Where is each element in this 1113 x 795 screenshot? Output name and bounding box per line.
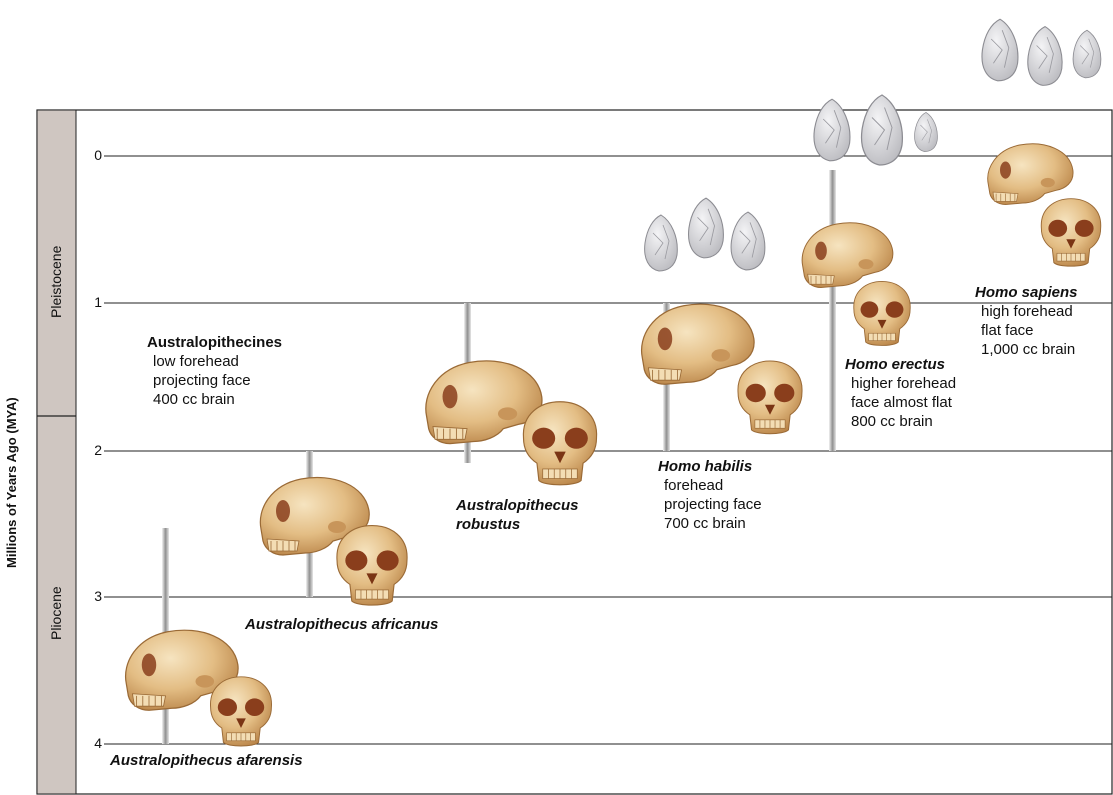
tick-0: 0 <box>94 147 102 163</box>
trait: projecting face <box>153 372 251 389</box>
label-australopithecines: Australopithecines low forehead projecti… <box>147 333 282 409</box>
skull-side-icon <box>801 222 894 289</box>
skull-front-icon <box>1040 198 1102 267</box>
trait: 800 cc brain <box>851 413 933 430</box>
skull-front-icon <box>209 676 273 747</box>
stone-tool-icon <box>860 94 904 166</box>
trait: high forehead <box>981 303 1073 320</box>
trait: forehead <box>664 477 724 494</box>
label-sapiens: Homo sapiens high forehead flat face 1,0… <box>975 283 1078 359</box>
label-afarensis: Australopithecus afarensis <box>110 752 303 769</box>
skull-front-icon <box>336 524 408 606</box>
tick-1: 1 <box>94 294 102 310</box>
trait: low forehead <box>153 353 239 370</box>
stone-tool-icon <box>1027 25 1063 87</box>
trait: projecting face <box>664 496 762 513</box>
label-erectus: Homo erectus higher forehead face almost… <box>845 355 956 431</box>
trait: 700 cc brain <box>664 515 746 532</box>
skulls-afarensis <box>124 629 273 747</box>
skull-front-icon <box>522 401 598 486</box>
trait: flat face <box>981 322 1034 339</box>
label-africanus: Australopithecus africanus <box>245 616 439 633</box>
group-name: Australopithecines <box>147 334 283 351</box>
trait: face almost flat <box>851 394 952 411</box>
species-name: Homo sapiens <box>975 284 1078 301</box>
label-habilis: Homo habilis forehead projecting face 70… <box>658 457 762 533</box>
skulls-erectus <box>801 222 911 346</box>
skulls-africanus <box>259 476 408 606</box>
tick-2: 2 <box>94 442 102 458</box>
species-name: Homo erectus <box>845 356 946 373</box>
stone-tool-icon <box>644 214 678 272</box>
label-robustus: Australopithecus robustus <box>456 497 579 533</box>
trait: 400 cc brain <box>153 391 235 408</box>
epoch-pliocene: Pliocene <box>48 586 64 640</box>
stone-tools-habilis <box>644 197 766 272</box>
skull-front-icon <box>853 280 911 346</box>
stone-tool-icon <box>730 211 766 271</box>
tick-3: 3 <box>94 588 102 604</box>
skulls-sapiens <box>986 143 1102 267</box>
epoch-pleistocene: Pleistocene <box>48 245 64 318</box>
stone-tool-icon <box>981 18 1019 82</box>
trait: higher forehead <box>851 375 957 392</box>
stone-tool-icon <box>913 111 939 153</box>
axis-title: Millions of Years Ago (MYA) <box>4 397 19 568</box>
stone-tools-sapiens <box>981 18 1102 87</box>
trait: 1,000 cc brain <box>981 341 1076 358</box>
skull-side-icon <box>640 303 755 386</box>
skull-front-icon <box>737 360 803 435</box>
stone-tools-erectus <box>813 94 939 166</box>
stone-tool-icon <box>813 98 851 162</box>
species-name: Homo habilis <box>658 458 753 475</box>
tick-4: 4 <box>94 735 102 751</box>
stone-tool-icon <box>1072 29 1102 79</box>
skulls-robustus <box>424 360 598 486</box>
skull-side-icon <box>986 143 1074 206</box>
stone-tool-icon <box>687 197 724 259</box>
gridlines <box>106 155 1112 745</box>
